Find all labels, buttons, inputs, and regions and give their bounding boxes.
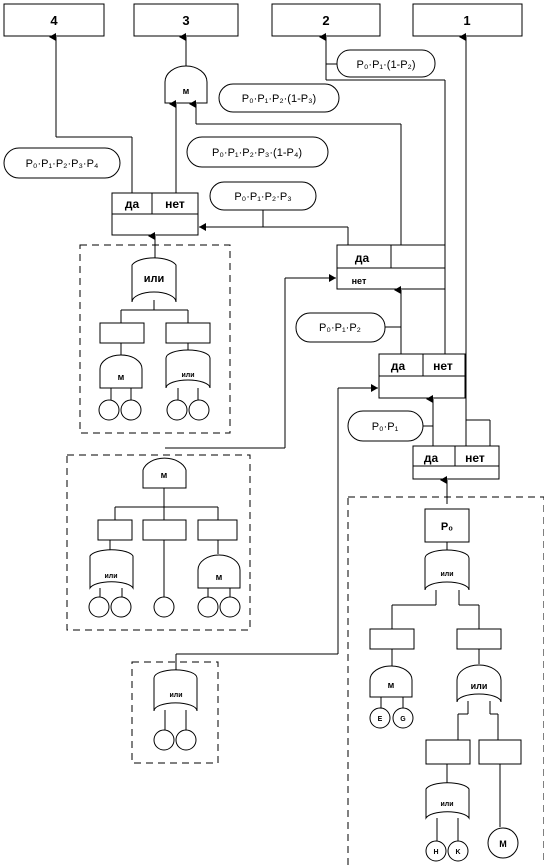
svg-text:или: или bbox=[471, 681, 488, 691]
basic-event-k: K bbox=[447, 840, 469, 862]
svg-text:4: 4 bbox=[50, 13, 58, 28]
svg-text:3: 3 bbox=[182, 13, 189, 28]
prob-pill-p0p1-1mp2: P₀·P₁·(1-P₂) bbox=[336, 49, 436, 78]
prob-pill-p0p1p2p3: P₀·P₁·P₂·P₃ bbox=[209, 181, 317, 211]
svg-text:G: G bbox=[400, 716, 406, 723]
svg-text:P₀·P₁·P₂·P₃·P₄: P₀·P₁·P₂·P₃·P₄ bbox=[26, 158, 99, 170]
svg-text:м: м bbox=[388, 680, 395, 690]
basic-event-h: H bbox=[425, 840, 447, 862]
svg-text:или: или bbox=[440, 571, 453, 578]
svg-text:да: да bbox=[424, 451, 439, 465]
svg-text:да: да bbox=[355, 251, 370, 265]
decision-box-2: да нет bbox=[378, 353, 466, 399]
basic-event-g: G bbox=[392, 707, 414, 729]
outcome-box-1: 1 bbox=[412, 3, 523, 37]
fault-tree-group-b: м или м bbox=[66, 454, 251, 631]
svg-text:м: м bbox=[183, 86, 190, 96]
and-gate-top: м bbox=[164, 65, 208, 104]
svg-text:или: или bbox=[144, 273, 165, 285]
svg-text:H: H bbox=[433, 849, 438, 856]
prob-pill-p0p1p2: P₀·P₁·P₂ bbox=[295, 312, 386, 343]
svg-text:P₀·P₁·P₂·P₃·(1-P₄): P₀·P₁·P₂·P₃·(1-P₄) bbox=[212, 147, 302, 159]
svg-text:или: или bbox=[440, 801, 453, 808]
svg-text:1: 1 bbox=[463, 13, 470, 28]
decision-box-4: да нет bbox=[111, 192, 199, 236]
svg-text:или: или bbox=[104, 573, 117, 580]
svg-text:нет: нет bbox=[465, 451, 485, 465]
prob-pill-p0p1p2-1mp3: P₀·P₁·P₂·(1-P₃) bbox=[218, 83, 340, 113]
prob-pill-p0p1: P₀·P₁ bbox=[347, 410, 424, 442]
svg-text:P₀·P₁·P₂·(1-P₃): P₀·P₁·P₂·(1-P₃) bbox=[242, 93, 316, 105]
basic-event-e: E bbox=[369, 707, 391, 729]
prob-pill-p0p1p2p3-1mp4: P₀·P₁·P₂·P₃·(1-P₄) bbox=[186, 136, 329, 168]
svg-text:K: K bbox=[455, 849, 460, 856]
svg-text:или: или bbox=[181, 372, 194, 379]
svg-text:да: да bbox=[125, 197, 140, 211]
svg-text:или: или bbox=[169, 692, 182, 699]
fault-tree-group-initiator: P₀ или м или E G bbox=[347, 496, 544, 865]
svg-text:нет: нет bbox=[352, 276, 367, 286]
outcome-box-2: 2 bbox=[271, 3, 381, 37]
prob-pill-p0p1p2p3p4: P₀·P₁·P₂·P₃·P₄ bbox=[3, 147, 121, 179]
fault-tree-group-c: или bbox=[131, 654, 219, 764]
svg-text:P₀·P₁·P₂: P₀·P₁·P₂ bbox=[319, 322, 361, 334]
svg-text:да: да bbox=[391, 359, 406, 373]
decision-box-3: да нет bbox=[336, 244, 446, 290]
decision-box-1: да нет bbox=[412, 445, 500, 480]
svg-text:м: м bbox=[161, 470, 168, 480]
svg-text:P₀: P₀ bbox=[441, 521, 453, 533]
fault-tree-group-a: или м или bbox=[79, 244, 231, 434]
svg-text:P₀·P₁: P₀·P₁ bbox=[372, 421, 399, 433]
connection-lines bbox=[49, 33, 491, 655]
svg-text:P₀·P₁·(1-P₂): P₀·P₁·(1-P₂) bbox=[357, 59, 416, 71]
svg-text:2: 2 bbox=[322, 13, 329, 28]
svg-text:E: E bbox=[378, 716, 383, 723]
svg-text:M: M bbox=[499, 839, 507, 849]
svg-text:м: м bbox=[216, 572, 223, 582]
svg-text:нет: нет bbox=[433, 359, 453, 373]
svg-text:м: м bbox=[118, 372, 125, 382]
basic-event-m: M bbox=[487, 827, 519, 859]
svg-text:нет: нет bbox=[165, 197, 185, 211]
outcome-box-3: 3 bbox=[133, 3, 239, 37]
svg-text:P₀·P₁·P₂·P₃: P₀·P₁·P₂·P₃ bbox=[234, 191, 291, 203]
outcome-box-4: 4 bbox=[3, 3, 105, 37]
